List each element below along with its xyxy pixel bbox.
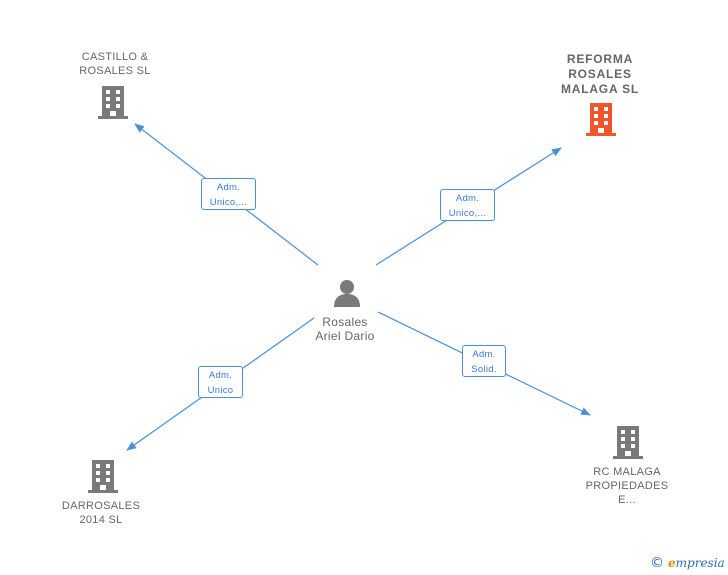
company-name-line: 2014 SL: [79, 514, 123, 526]
edge-role-detail: Solid.: [471, 364, 497, 375]
company-name-line: MALAGA SL: [560, 82, 640, 96]
company-name-line: ROSALES SL: [79, 65, 151, 77]
company-name-line: DARROSALES: [61, 500, 141, 512]
edge-role-detail: Unico: [207, 385, 234, 396]
edge-label-castillo[interactable]: Adm. Unico,...: [201, 178, 256, 210]
company-name-line: PROPIEDADES: [585, 480, 669, 492]
building-icon[interactable]: [613, 426, 643, 459]
building-icon[interactable]: [88, 460, 118, 493]
building-icon[interactable]: [98, 86, 128, 119]
person-icon[interactable]: [334, 280, 360, 307]
person-label[interactable]: Rosales Ariel Dario: [290, 315, 400, 343]
company-name-line: CASTILLO &: [81, 51, 149, 63]
brand-initial: e: [668, 556, 676, 570]
company-name-line: RC MALAGA: [593, 466, 661, 478]
edge-role: Adm.: [472, 349, 496, 360]
edge-role: Adm.: [216, 182, 241, 193]
company-name-line: ROSALES: [568, 67, 632, 81]
company-label-rcmalaga[interactable]: RC MALAGA PROPIEDADES E...: [571, 465, 683, 507]
copyright-icon: ©: [650, 555, 664, 571]
edge-role-detail: Unico,...: [209, 197, 248, 208]
edge-label-reforma[interactable]: Adm. Unico,...: [440, 189, 495, 221]
edge-label-rcmalaga[interactable]: Adm. Solid.: [462, 345, 506, 377]
edge-role: Adm.: [455, 193, 480, 204]
person-name-line: Ariel Dario: [315, 329, 375, 343]
company-name-line: REFORMA: [566, 52, 634, 66]
edge-role: Adm.: [208, 370, 233, 381]
company-label-castillo[interactable]: CASTILLO & ROSALES SL: [60, 50, 170, 78]
brand-name: mpresia: [675, 556, 725, 570]
edge-label-darrosales[interactable]: Adm. Unico: [198, 366, 243, 398]
person-name-line: Rosales: [322, 315, 368, 329]
building-icon[interactable]: [586, 103, 616, 136]
company-name-line: E...: [618, 494, 636, 506]
company-label-reforma[interactable]: REFORMA ROSALES MALAGA SL: [545, 52, 655, 97]
company-label-darrosales[interactable]: DARROSALES 2014 SL: [46, 499, 156, 527]
brand-logo: © empresia: [650, 555, 725, 571]
edge-role-detail: Unico,...: [448, 208, 487, 219]
